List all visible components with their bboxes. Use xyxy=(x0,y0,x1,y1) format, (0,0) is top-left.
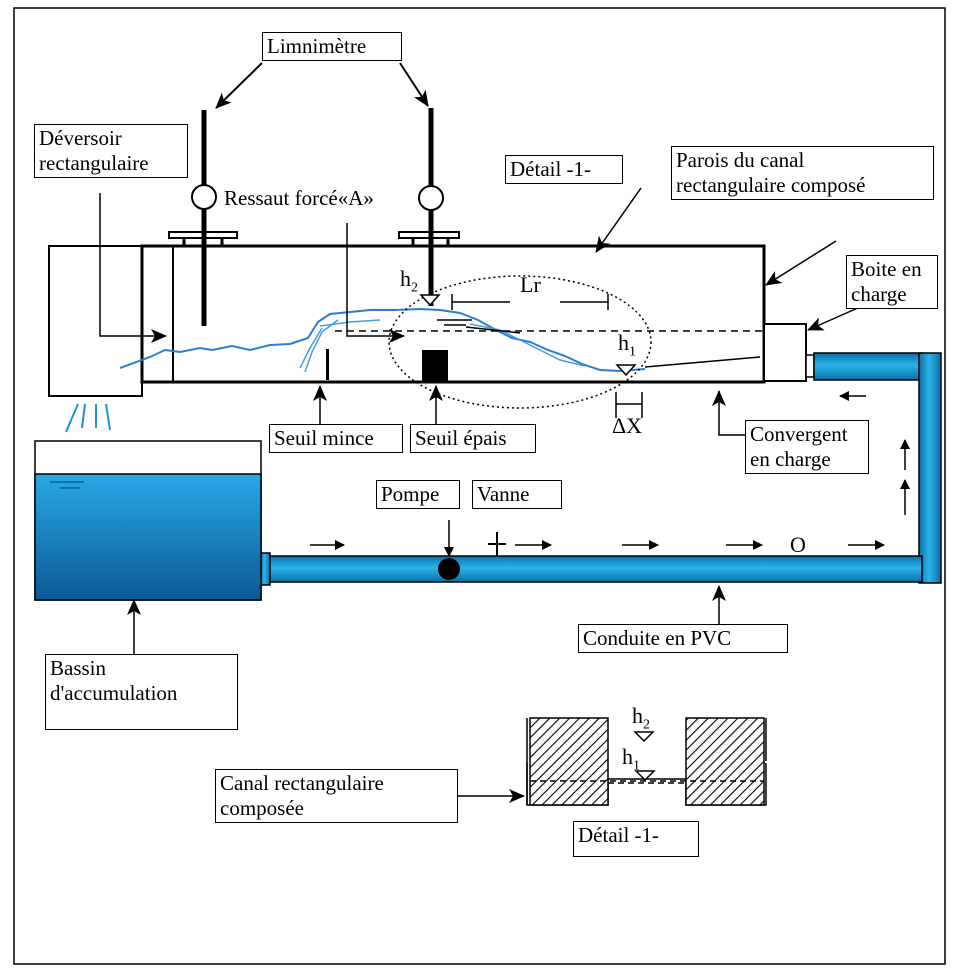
outer-border xyxy=(13,7,946,965)
label-limnimetre: Limnimètre xyxy=(262,32,402,61)
limnimeter-left xyxy=(168,110,238,326)
thin-sill xyxy=(326,349,329,380)
main-channel xyxy=(140,244,766,384)
tank-water xyxy=(34,473,262,601)
pump xyxy=(438,558,460,580)
label-parois: Parois du canal rectangulaire composé xyxy=(671,146,934,200)
symbol-h2-top: h2 xyxy=(400,266,418,296)
limnimeter-right xyxy=(398,108,460,306)
water-surface xyxy=(119,307,646,373)
symbol-o: O xyxy=(790,532,806,557)
weir-box xyxy=(48,245,143,397)
symbol-h1-detail: h1 xyxy=(622,744,640,774)
water-spray xyxy=(65,403,111,433)
detail-ellipse xyxy=(388,275,652,409)
return-pipe-vertical xyxy=(918,352,942,584)
symbol-h2-detail: h2 xyxy=(632,703,650,733)
flow-arrows xyxy=(310,391,910,550)
label-vanne: Vanne xyxy=(472,480,562,509)
label-detail-top: Détail -1- xyxy=(505,155,623,184)
label-conduite: Conduite en PVC xyxy=(578,624,788,653)
pressure-box xyxy=(763,323,807,382)
return-pipe-top xyxy=(813,352,923,381)
pvc-pipe xyxy=(267,555,923,583)
label-bassin: Bassin d'accumulation xyxy=(45,654,238,730)
hatched-block-right xyxy=(685,717,765,806)
label-seuil-mince: Seuil mince xyxy=(269,424,403,453)
hatched-block-left xyxy=(529,717,609,806)
detail-cross-section xyxy=(526,717,767,806)
symbol-dx: ΔX xyxy=(612,413,643,438)
label-deversoir: Déversoir rectangulaire xyxy=(34,124,188,178)
thick-sill xyxy=(422,350,448,381)
label-pompe: Pompe xyxy=(376,480,460,509)
label-convergent: Convergent en charge xyxy=(745,420,869,474)
label-boite: Boite en charge xyxy=(846,255,938,309)
label-detail-bottom: Détail -1- xyxy=(573,821,699,857)
label-ressaut: Ressaut forcé«A» xyxy=(222,186,390,211)
label-seuil-epais: Seuil épais xyxy=(410,424,536,453)
symbol-h1-top: h1 xyxy=(618,330,636,360)
symbol-lr: Lr xyxy=(520,272,541,297)
label-canal-compose: Canal rectangulaire composée xyxy=(215,769,458,823)
